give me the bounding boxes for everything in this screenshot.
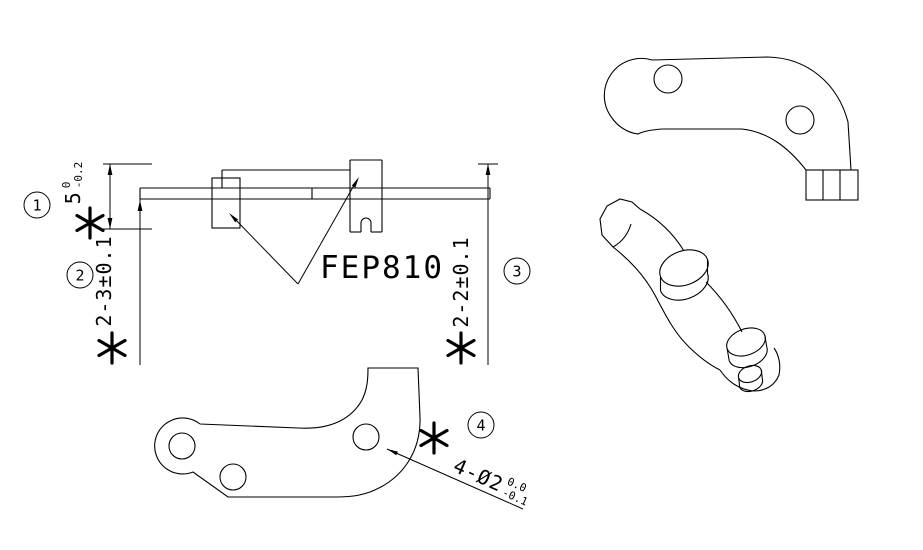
dim-right-stack-text: 2-2±0.1 — [449, 236, 473, 327]
balloon-4: 4 — [467, 411, 495, 439]
balloon-2: 2 — [66, 261, 94, 289]
dim-left-stack-text: 2-3±0.1 — [92, 235, 116, 326]
balloon-3: 3 — [503, 257, 531, 285]
leader-lines — [229, 177, 524, 510]
asterisk-icon — [419, 421, 449, 455]
asterisk-icon — [446, 331, 476, 365]
dim-left-stack-value: 2-3±0.1 — [92, 235, 116, 327]
part-material-label: FEP810 — [320, 250, 444, 286]
balloon-1-label: 1 — [32, 196, 42, 214]
balloon-4-label: 4 — [476, 416, 486, 434]
isometric-view — [599, 198, 781, 393]
section-view — [139, 159, 491, 233]
dim-height-value: 5 — [61, 191, 85, 205]
plan-view — [154, 367, 421, 498]
balloon-2-label: 2 — [75, 266, 85, 284]
asterisk-icon — [97, 331, 127, 365]
dim-right-stack-value: 2-2±0.1 — [449, 236, 473, 328]
balloon-1: 1 — [23, 191, 51, 219]
balloon-3-label: 3 — [512, 262, 522, 280]
dim-height-tol-lower: -0.2 — [72, 161, 85, 189]
dim-height-text: 5 0 -0.2 — [60, 161, 85, 205]
asterisk-icon — [75, 206, 105, 240]
profile-view — [603, 56, 859, 201]
dim-height-tolerance: 0 -0.2 — [60, 161, 85, 189]
dimension-lines — [103, 163, 498, 365]
